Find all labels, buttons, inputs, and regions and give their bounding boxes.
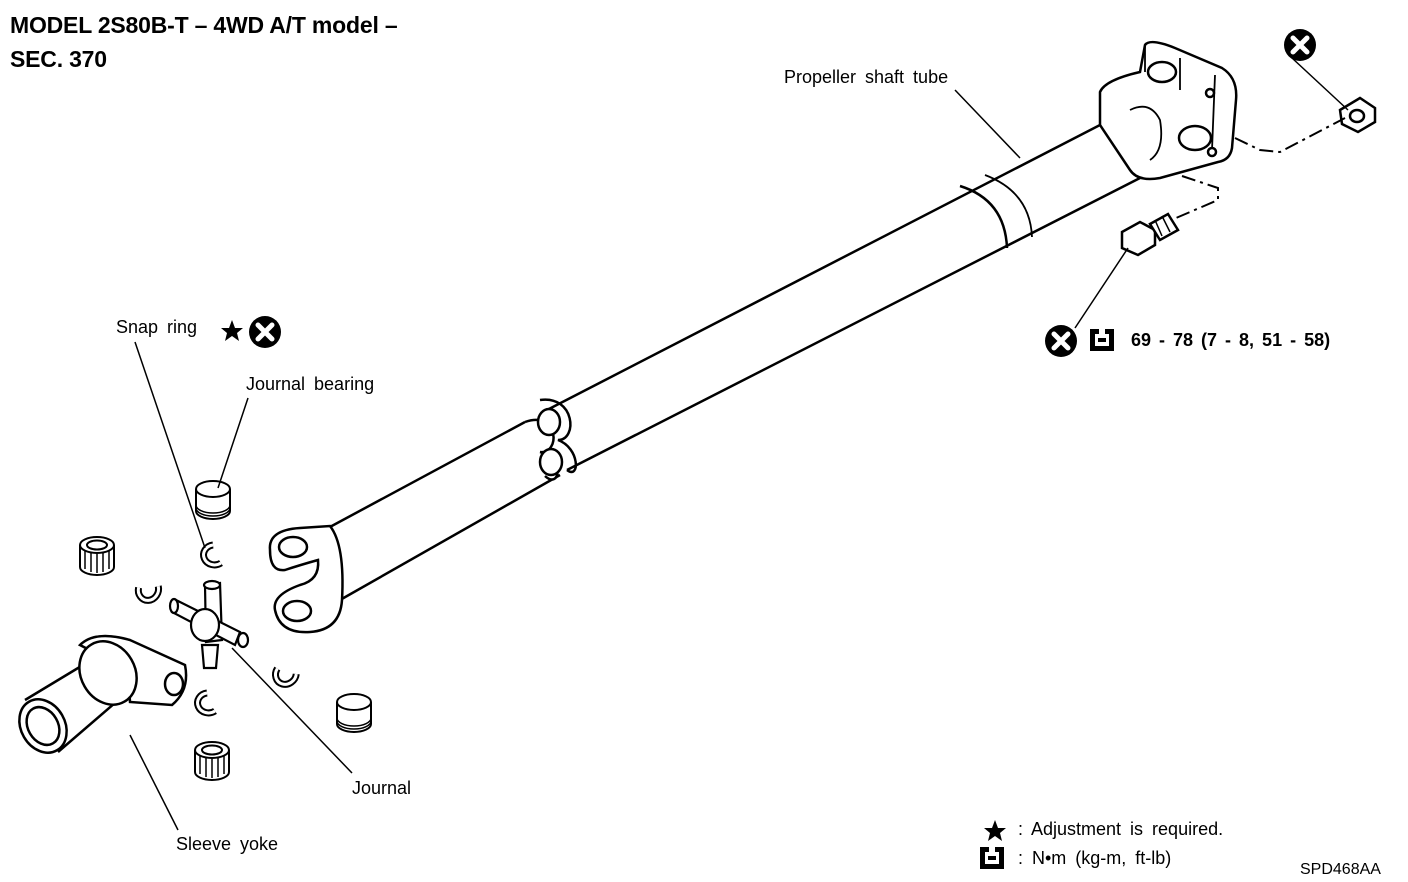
rear-flange-yoke xyxy=(1098,40,1238,181)
journal-bearing-left xyxy=(79,536,115,576)
propeller-shaft-front-section xyxy=(314,398,578,602)
assembly-center-lines xyxy=(1175,117,1346,219)
torque-spec: 69 - 78 (7 - 8, 51 - 58) xyxy=(1131,330,1331,350)
x-circle-icon xyxy=(1284,29,1316,61)
star-icon xyxy=(984,820,1006,841)
flange-bolt xyxy=(1120,212,1180,257)
snap-ring-right xyxy=(271,662,297,688)
legend-adjustment: : Adjustment is required. xyxy=(1018,819,1224,839)
x-circle-icon xyxy=(249,316,281,348)
figure-code: SPD468AA xyxy=(1300,861,1381,878)
flange-nut xyxy=(1338,96,1377,134)
sleeve-yoke xyxy=(18,634,188,754)
legend-torque-units: : N•m (kg-m, ft-lb) xyxy=(1018,848,1172,868)
label-journal-bearing: Journal bearing xyxy=(246,374,375,394)
snap-ring-left xyxy=(135,580,160,603)
label-snap-ring: Snap ring xyxy=(116,317,198,337)
propeller-shaft-rear-section xyxy=(546,123,1141,472)
label-propeller-shaft-tube: Propeller shaft tube xyxy=(784,67,949,87)
snap-ring-bottom xyxy=(198,693,215,713)
torque-wrench-icon xyxy=(980,847,1004,869)
label-sleeve-yoke: Sleeve yoke xyxy=(176,834,279,854)
section-number: SEC. 370 xyxy=(10,46,107,72)
front-flange-yoke xyxy=(268,524,344,634)
leader-lines xyxy=(129,57,1349,831)
journal-bearing-right xyxy=(336,693,372,733)
journal-bearing-bottom xyxy=(194,741,230,781)
page-title: MODEL 2S80B-T – 4WD A/T model – xyxy=(10,12,398,38)
snap-ring-top xyxy=(204,545,221,565)
journal-cross xyxy=(168,579,250,670)
x-circle-icon xyxy=(1045,325,1077,357)
label-journal: Journal xyxy=(352,778,412,798)
torque-wrench-icon xyxy=(1090,329,1114,351)
journal-bearing-top xyxy=(195,480,231,520)
star-icon xyxy=(221,320,243,341)
